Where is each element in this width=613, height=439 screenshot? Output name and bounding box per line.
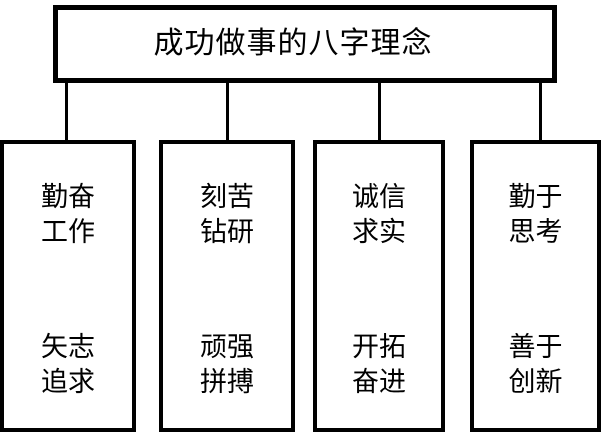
branch-2-bottom-phrase: 顽强 拼搏 [163,330,291,400]
branch-1-bottom-line-1: 矢志 [41,332,95,363]
branch-4-top-line-1: 勤于 [508,182,563,213]
connector-line-4 [539,83,542,140]
branch-2-top-phrase: 刻苦 钻研 [163,180,291,250]
connector-line-3 [378,83,381,140]
branch-4-bottom-line-2: 创新 [508,367,563,398]
branch-3-bottom-line-2: 奋进 [352,367,406,398]
branch-3-bottom-phrase: 开拓 奋进 [317,330,441,400]
branch-2-top-line-1: 刻苦 [200,182,254,213]
branch-2-top-line-2: 钻研 [200,217,254,248]
branch-1-top-line-1: 勤奋 [41,182,95,213]
branch-4-top-line-2: 思考 [508,217,563,248]
branch-box-3: 诚信 求实 开拓 奋进 [313,140,445,432]
root-title-box: 成功做事的八字理念 [53,5,557,83]
branch-3-bottom-line-1: 开拓 [352,332,406,363]
branch-2-bottom-line-1: 顽强 [200,332,254,363]
branch-3-top-phrase: 诚信 求实 [317,180,441,250]
diagram-title: 成功做事的八字理念 [153,26,433,61]
branch-1-bottom-line-2: 追求 [41,367,95,398]
branch-3-top-line-1: 诚信 [352,182,406,213]
connector-line-2 [226,83,229,140]
branch-box-4: 勤于 思考 善于 创新 [470,140,601,432]
branch-4-bottom-phrase: 善于 创新 [474,330,597,400]
branch-4-top-phrase: 勤于 思考 [474,180,597,250]
branch-2-bottom-line-2: 拼搏 [200,367,254,398]
branch-1-top-phrase: 勤奋 工作 [4,180,132,250]
branch-1-top-line-2: 工作 [41,217,95,248]
branch-4-bottom-line-1: 善于 [508,332,563,363]
branch-1-bottom-phrase: 矢志 追求 [4,330,132,400]
branch-box-1: 勤奋 工作 矢志 追求 [0,140,136,432]
connector-line-1 [65,83,68,140]
branch-3-top-line-2: 求实 [352,217,406,248]
branch-box-2: 刻苦 钻研 顽强 拼搏 [159,140,295,432]
